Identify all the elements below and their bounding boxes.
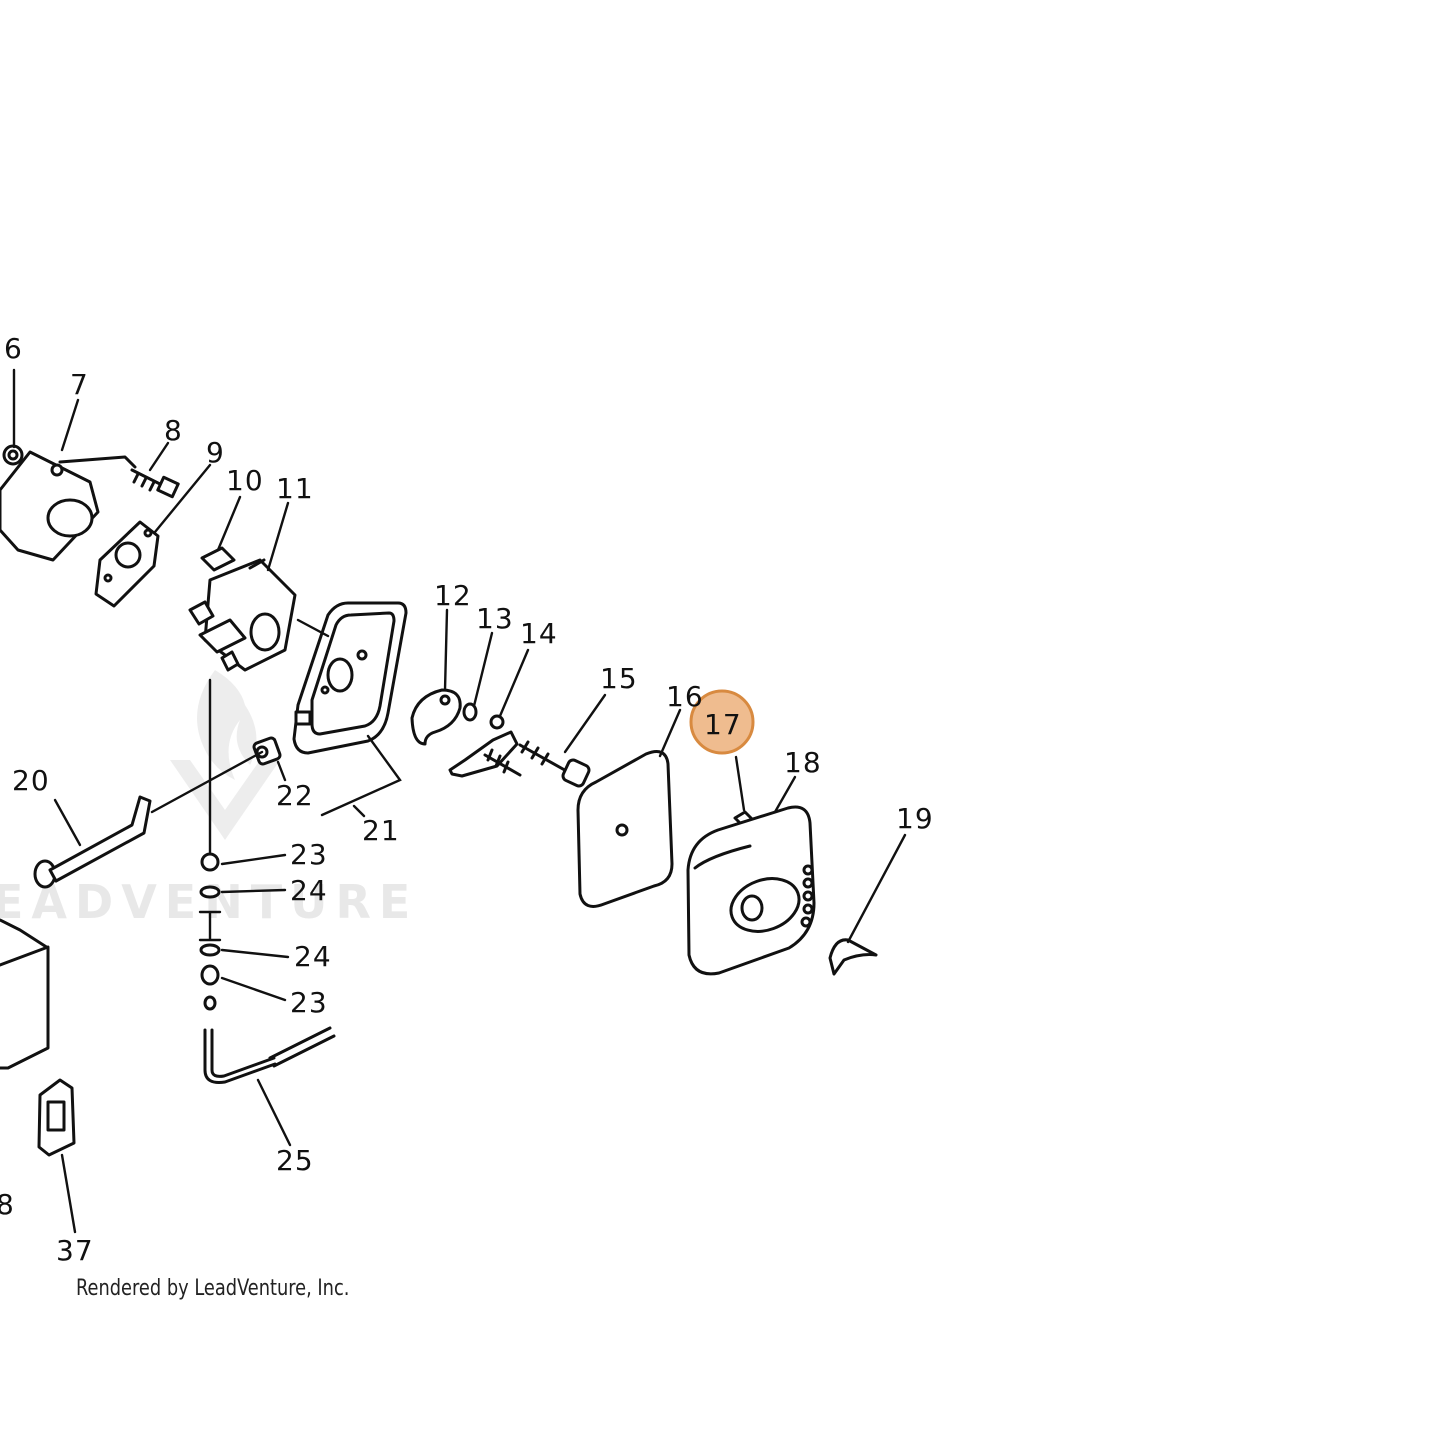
callout-13[interactable]: 13 bbox=[476, 602, 514, 635]
callout-12[interactable]: 12 bbox=[434, 579, 472, 612]
callout-7[interactable]: 7 bbox=[70, 368, 89, 401]
part-16-filter-element bbox=[576, 750, 674, 908]
callout-20[interactable]: 20 bbox=[12, 764, 50, 797]
callout-22[interactable]: 22 bbox=[276, 779, 314, 812]
part-7-insulator bbox=[0, 450, 137, 562]
leader-lines bbox=[12, 368, 907, 1234]
callout-8[interactable]: 8 bbox=[164, 414, 183, 447]
callout-24-lower[interactable]: 24 bbox=[294, 940, 332, 973]
part-11-carburetor bbox=[188, 558, 297, 672]
callout-9[interactable]: 9 bbox=[206, 436, 225, 469]
part-13-washer bbox=[462, 702, 478, 722]
part-8-bolt bbox=[130, 468, 180, 499]
callout-11[interactable]: 11 bbox=[276, 472, 314, 505]
part-20-choke-rod bbox=[33, 795, 152, 889]
callout-19[interactable]: 19 bbox=[896, 802, 934, 835]
part-15-bolt bbox=[518, 740, 591, 788]
part-18-air-cleaner-cover bbox=[686, 805, 816, 976]
part-19-clip bbox=[828, 938, 878, 976]
callout-15[interactable]: 15 bbox=[600, 662, 638, 695]
callout-24-upper[interactable]: 24 bbox=[290, 874, 328, 907]
callout-14[interactable]: 14 bbox=[520, 617, 558, 650]
part-9-gasket bbox=[94, 520, 160, 608]
callout-labels: 6 7 8 9 10 11 12 13 14 15 16 17 18 19 20… bbox=[0, 332, 934, 1267]
callout-25[interactable]: 25 bbox=[276, 1144, 314, 1177]
part-23-25-fuel-line bbox=[150, 678, 336, 1084]
render-credit: Rendered by LeadVenture, Inc. bbox=[76, 1276, 350, 1301]
highlight-marker-17 bbox=[689, 689, 755, 755]
part-12-plate bbox=[410, 688, 462, 746]
watermark-text: EADVENTURE bbox=[0, 875, 418, 929]
callout-21[interactable]: 21 bbox=[362, 814, 400, 847]
callout-6[interactable]: 6 bbox=[4, 332, 23, 365]
callout-17[interactable]: 17 bbox=[704, 708, 742, 741]
part-10-gasket bbox=[200, 546, 236, 572]
callout-23-upper[interactable]: 23 bbox=[290, 838, 328, 871]
callout-38-partial[interactable]: 8 bbox=[0, 1188, 15, 1221]
part-37-gasket bbox=[37, 1078, 76, 1157]
part-14-bracket bbox=[448, 714, 522, 778]
callout-23-lower[interactable]: 23 bbox=[290, 986, 328, 1019]
callout-18[interactable]: 18 bbox=[784, 746, 822, 779]
callout-10[interactable]: 10 bbox=[226, 464, 264, 497]
part-6-nut bbox=[2, 444, 24, 466]
part-tank-fragment bbox=[0, 918, 50, 1070]
callout-37[interactable]: 37 bbox=[56, 1234, 94, 1267]
callout-16[interactable]: 16 bbox=[666, 680, 704, 713]
leadventure-watermark: EADVENTURE bbox=[0, 670, 418, 929]
part-21-air-filter-base bbox=[292, 601, 408, 755]
